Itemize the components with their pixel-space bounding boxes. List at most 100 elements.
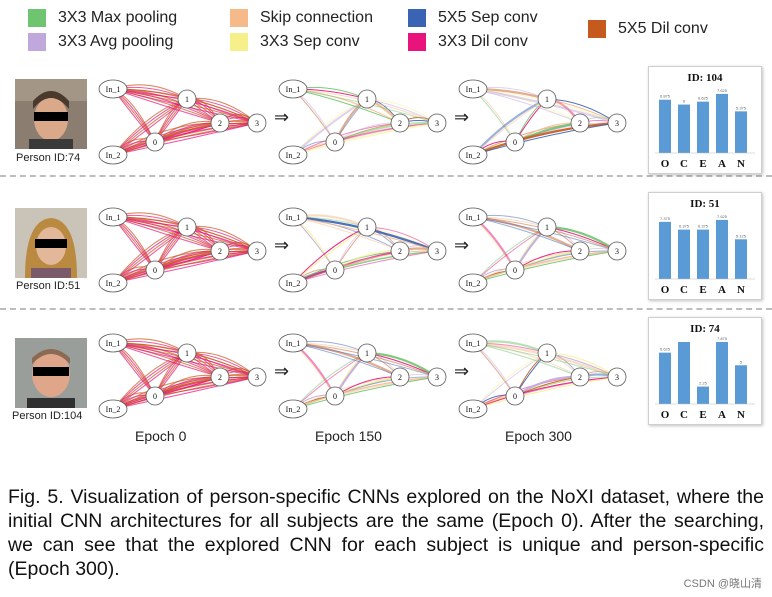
node-n1: 1 [357,343,377,363]
legend-swatch [230,33,248,51]
svg-text:2: 2 [218,373,222,382]
bar-C [678,229,690,279]
svg-text:2: 2 [578,247,582,256]
data-label: 6.375 [698,224,709,229]
person-photo [15,208,87,278]
legend-5x5-dil-conv: 5X5 Dil conv [588,20,708,38]
arrow-icon: ⇒ [454,107,470,127]
epoch-label: Epoch 300 [505,428,572,444]
node-n2: 2 [210,367,230,387]
legend-label: 3X3 Max pooling [58,9,178,26]
svg-text:2: 2 [578,119,582,128]
node-n0: 0 [145,386,165,406]
person-photo [15,338,87,408]
legend-label: 3X3 Dil conv [438,33,528,50]
svg-text:1: 1 [545,349,549,358]
svg-text:0: 0 [513,138,517,147]
watermark: CSDN @晓山清 [683,578,762,590]
legend-swatch [28,33,46,51]
category-label: O [661,409,670,421]
bar-E [697,386,709,404]
row-separator [0,308,772,310]
node-in1: In_1 [458,79,488,99]
bar-O [659,221,671,279]
category-label: A [718,284,726,296]
data-label: 6.375 [679,224,690,229]
node-n2: 2 [390,113,410,133]
node-in1: In_1 [278,333,308,353]
svg-text:0: 0 [153,266,157,275]
node-n1: 1 [537,89,557,109]
legend-swatch [588,20,606,38]
node-in1: In_1 [98,79,128,99]
svg-text:2: 2 [398,119,402,128]
chart-title: ID: 51 [690,198,720,210]
bar-E [697,229,709,279]
arrow-icon: ⇒ [454,235,470,255]
node-n3: 3 [607,113,627,133]
chart-title: ID: 74 [690,323,720,335]
svg-text:In_2: In_2 [466,405,481,414]
data-label: 7.625 [717,88,728,93]
category-label: N [737,284,745,296]
category-label: E [699,158,706,170]
svg-text:3: 3 [615,119,619,128]
person-id-label: Person ID:51 [16,280,81,292]
data-label: 6.625 [660,347,671,352]
node-n3: 3 [247,241,267,261]
svg-text:2: 2 [398,373,402,382]
category-label: O [661,284,670,296]
svg-text:1: 1 [545,95,549,104]
node-in1: In_1 [458,207,488,227]
node-n3: 3 [247,113,267,133]
bar-A [716,342,728,404]
node-n0: 0 [325,386,345,406]
svg-text:In_1: In_1 [286,213,301,222]
svg-text:2: 2 [578,373,582,382]
legend-label: 3X3 Avg pooling [58,33,174,50]
svg-text:3: 3 [435,373,439,382]
svg-text:1: 1 [365,95,369,104]
bar-O [659,99,671,153]
node-in2: In_2 [98,273,128,293]
node-n2: 2 [390,241,410,261]
svg-text:In_1: In_1 [286,85,301,94]
node-n3: 3 [607,241,627,261]
legend-skip-connection: Skip connection [230,9,373,27]
legend-swatch [28,9,46,27]
svg-text:0: 0 [153,392,157,401]
node-n0: 0 [505,386,525,406]
svg-text:0: 0 [333,392,337,401]
svg-text:In_2: In_2 [106,151,121,160]
svg-text:In_2: In_2 [286,405,301,414]
svg-text:In_2: In_2 [106,279,121,288]
svg-text:2: 2 [218,247,222,256]
category-label: C [680,409,688,421]
bar-N [735,365,747,404]
node-n1: 1 [177,343,197,363]
node-n3: 3 [607,367,627,387]
node-n1: 1 [537,217,557,237]
node-in2: In_2 [98,145,128,165]
legend-swatch [408,9,426,27]
bar-N [735,111,747,153]
node-n0: 0 [325,260,345,280]
svg-text:In_1: In_1 [466,339,481,348]
data-label: 5 [740,359,743,364]
node-n1: 1 [177,89,197,109]
bar-N [735,239,747,279]
category-label: A [718,158,726,170]
svg-text:0: 0 [333,138,337,147]
node-n1: 1 [357,89,377,109]
svg-text:2: 2 [398,247,402,256]
bar-E [697,101,709,153]
svg-text:2: 2 [218,119,222,128]
cell-graph-epoch150: In_1In_2 0 1 2 3 [278,333,447,419]
